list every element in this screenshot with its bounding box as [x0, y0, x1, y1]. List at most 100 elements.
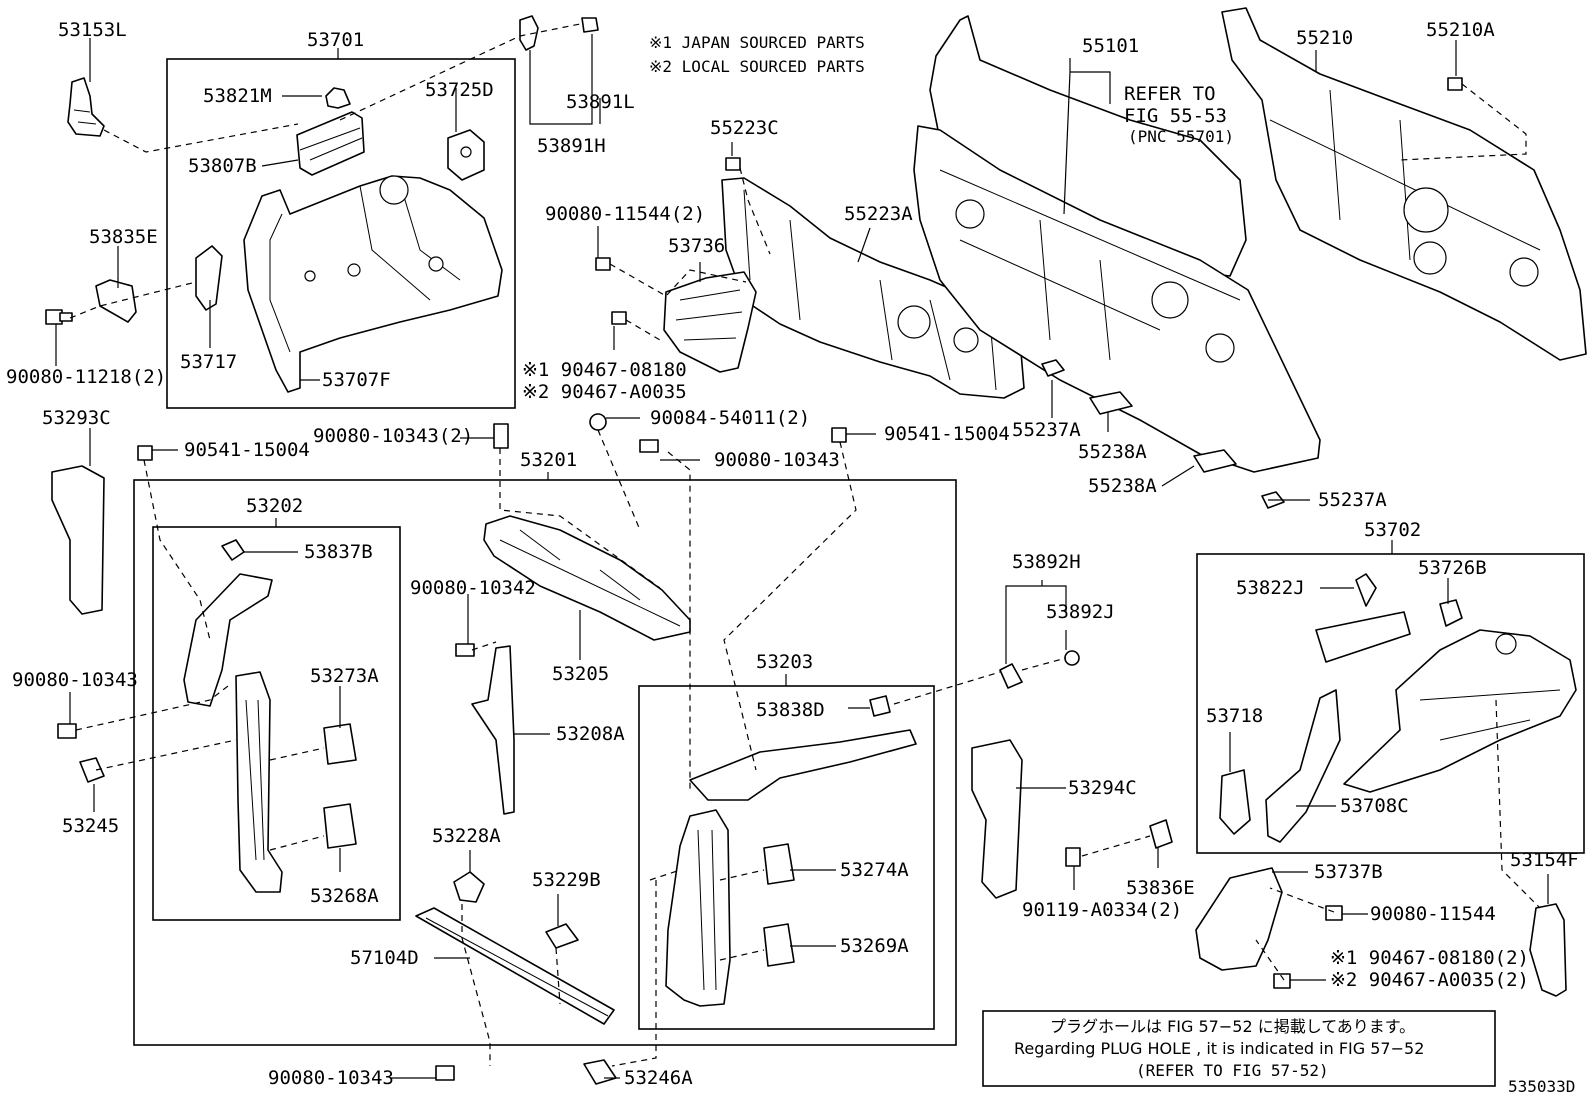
label-90080-11544-b: 90080-11544	[1370, 903, 1496, 925]
refer-line1: REFER TO	[1124, 83, 1216, 105]
label-53208A: 53208A	[556, 723, 625, 745]
grommet-90541-15004-a-shape	[137, 445, 153, 461]
part-53229B-shape	[545, 923, 579, 949]
label-53891L: 53891L	[566, 91, 635, 113]
bolt-90467-a-shape	[611, 311, 627, 325]
label-53736: 53736	[668, 235, 725, 257]
part-53294C-shape	[971, 739, 1023, 899]
part-53717-shape	[195, 245, 223, 311]
label-53726B: 53726B	[1418, 557, 1487, 579]
part-53269A-shape	[763, 923, 795, 967]
bolt-90467-b-shape	[1273, 973, 1291, 989]
part-53835E-shape	[95, 279, 137, 323]
label-53835E: 53835E	[89, 226, 158, 248]
label-53154F: 53154F	[1510, 849, 1579, 871]
label-55238A-2: 55238A	[1088, 475, 1157, 497]
group-box-53701	[166, 58, 516, 409]
label-53838D: 53838D	[756, 699, 825, 721]
grommet-90541-15004-b-shape	[831, 427, 847, 443]
bolt-55223C-shape	[725, 157, 741, 171]
part-53154F-shape	[1529, 903, 1567, 997]
part-53707F-shape	[243, 175, 503, 393]
part-53892H-shape	[999, 663, 1023, 689]
label-53891H: 53891H	[537, 135, 606, 157]
label-53702: 53702	[1364, 519, 1421, 541]
label-90541-15004-b: 90541-15004	[884, 423, 1010, 445]
note-japan-sourced: ※1 JAPAN SOURCED PARTS	[649, 33, 865, 52]
label-53737B: 53737B	[1314, 861, 1383, 883]
part-55101-shape	[913, 15, 1321, 473]
label-53837B: 53837B	[304, 541, 373, 563]
part-53153L-shape	[67, 77, 105, 137]
label-53229B: 53229B	[532, 869, 601, 891]
bolt-90080-10343-a-shape	[493, 423, 509, 449]
part-53726B-shape	[1439, 599, 1463, 627]
part-53228A-shape	[453, 871, 485, 903]
label-90080-10342: 90080-10342	[410, 577, 536, 599]
label-53294C: 53294C	[1068, 777, 1137, 799]
label-53708C: 53708C	[1340, 795, 1409, 817]
label-53892H: 53892H	[1012, 551, 1081, 573]
label-53246A: 53246A	[624, 1067, 693, 1089]
refer-line2: FIG 55-53	[1124, 105, 1227, 127]
label-90119-A0334: 90119-A0334(2)	[1022, 899, 1182, 921]
label-90080-10343-2: 90080-10343(2)	[313, 425, 473, 447]
label-57104D: 57104D	[350, 947, 419, 969]
label-55238A-1: 55238A	[1078, 441, 1147, 463]
dashed-assembly-lines	[69, 23, 1541, 1067]
part-53702-bar-shape	[1315, 611, 1411, 663]
part-53737B-shape	[1195, 867, 1283, 971]
clip-55238A-a-shape	[1089, 391, 1133, 415]
part-53822J-shape	[1355, 573, 1377, 607]
label-55210A: 55210A	[1426, 19, 1495, 41]
part-53836E-shape	[1149, 819, 1173, 849]
part-53736-shape	[663, 271, 757, 373]
label-53205: 53205	[552, 663, 609, 685]
plug-hole-note-box	[982, 1010, 1496, 1087]
bolt-90080-11544-b-shape	[1325, 905, 1343, 921]
clip-55210A-shape	[1447, 77, 1463, 91]
label-53228A: 53228A	[432, 825, 501, 847]
bolt-90080-10343-d-shape	[435, 1065, 455, 1081]
label-53807B: 53807B	[188, 155, 257, 177]
part-53838D-shape	[869, 695, 891, 717]
label-90467-08180-2: ※1 90467-08180(2)	[1330, 947, 1529, 969]
label-53201: 53201	[520, 449, 577, 471]
part-57104D-shape	[415, 907, 615, 1025]
bolt-90080-10342-shape	[455, 643, 475, 657]
part-53892J-shape	[1064, 650, 1080, 666]
part-53268A-shape	[323, 803, 357, 849]
label-90080-10343-c: 90080-10343	[12, 669, 138, 691]
label-53268A: 53268A	[310, 885, 379, 907]
label-90080-11218: 90080-11218(2)	[6, 366, 166, 388]
label-53718: 53718	[1206, 705, 1263, 727]
label-53269A: 53269A	[840, 935, 909, 957]
label-90080-11544-2: 90080-11544(2)	[545, 203, 705, 225]
label-53274A: 53274A	[840, 859, 909, 881]
note-local-sourced: ※2 LOCAL SOURCED PARTS	[649, 57, 865, 76]
part-53202-upper-shape	[183, 573, 273, 707]
label-53725D: 53725D	[425, 79, 494, 101]
part-53837B-shape	[221, 539, 245, 561]
label-55223C: 55223C	[710, 117, 779, 139]
part-53708C-shape	[1265, 689, 1341, 843]
label-53293C: 53293C	[42, 407, 111, 429]
part-53208A-shape	[471, 645, 515, 815]
diagram-code: 535033D	[1508, 1077, 1575, 1096]
label-53892J: 53892J	[1046, 601, 1115, 623]
plug-90084-54011-shape	[589, 413, 607, 431]
part-53702-apron-shape	[1343, 629, 1577, 793]
leader-lines	[55, 34, 1549, 1079]
part-53203-shape	[665, 729, 917, 1007]
label-53821M: 53821M	[203, 85, 272, 107]
part-53202-member-shape	[235, 671, 283, 893]
part-53274A-shape	[763, 843, 795, 885]
label-55223A: 55223A	[844, 203, 913, 225]
label-90080-10343-b: 90080-10343	[714, 449, 840, 471]
label-55237A-2: 55237A	[1318, 489, 1387, 511]
group-box-53201	[133, 479, 957, 1046]
label-90467-A0035: ※2 90467-A0035	[522, 381, 687, 403]
clip-55237A-a-shape	[1041, 359, 1065, 377]
label-90467-08180: ※1 90467-08180	[522, 359, 687, 381]
label-53273A: 53273A	[310, 665, 379, 687]
